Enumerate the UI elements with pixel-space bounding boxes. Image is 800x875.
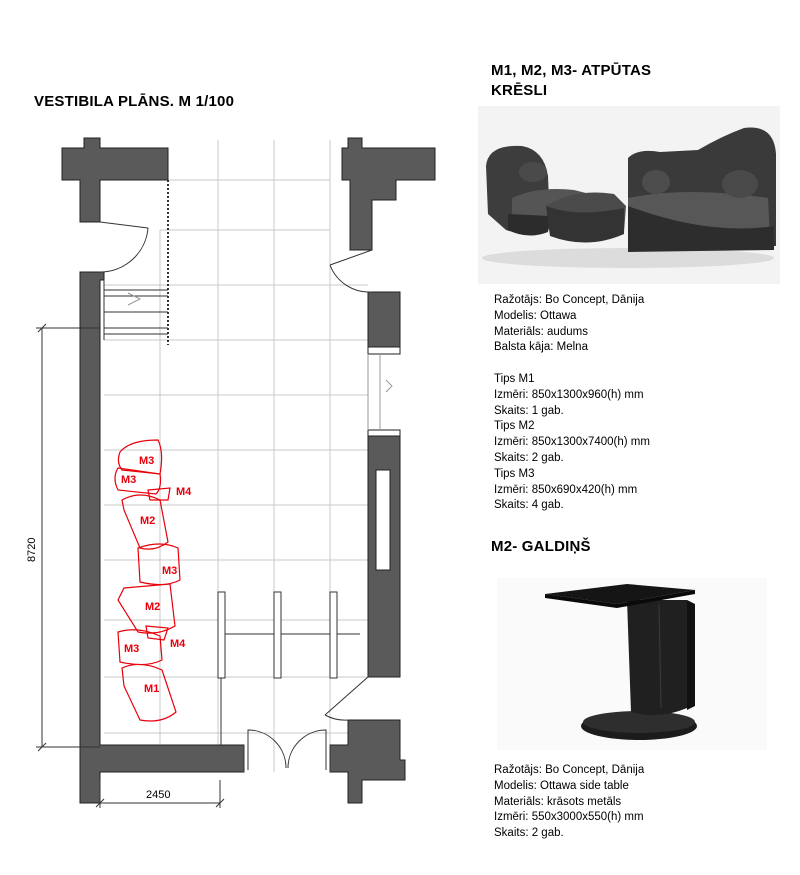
side-table-photo [497,578,767,750]
furniture-labels: M3 M3 M4 M2 M3 M2 M4 M3 M1 [121,455,192,695]
chairs-spec-line: Izmēri: 850x690x420(h) mm [494,483,638,496]
table-spec-line: Modelis: Ottawa side table [494,779,629,792]
floor-plan: M3 M3 M4 M2 M3 M2 M4 M3 M1 8720 2450 [26,137,436,808]
table-spec-line: Izmēri: 550x3000x550(h) mm [494,811,644,824]
chairs-spec-line: Izmēri: 850x1300x960(h) mm [494,388,644,401]
table-spec-line: Materiāls: krāsots metāls [494,795,622,808]
chairs-spec-line: Modelis: Ottawa [494,309,577,322]
chairs-spec: Ražotājs: Bo Concept, Dānija Modelis: Ot… [494,293,650,514]
entrance-door [243,729,331,772]
sofa-photo [478,106,780,284]
table-title: M2- GALDIŅŠ [491,538,591,555]
table-spec-line: Skaits: 2 gab. [494,827,564,840]
chairs-spec-line: Tips M3 [494,467,535,480]
furniture-layout [114,439,181,722]
label-m3-4: M3 [124,643,139,655]
label-m1: M1 [144,683,159,695]
chairs-spec-line: Ražotājs: Bo Concept, Dānija [494,294,645,306]
chairs-spec-line: Skaits: 4 gab. [494,499,564,512]
label-m3-1: M3 [139,455,154,467]
partition [217,591,360,745]
dimension-height [36,323,100,752]
chairs-spec-line: Balsta kāja: Melna [494,341,588,354]
chairs-spec-line: Izmēri: 850x1300x7400(h) mm [494,436,650,449]
dimension-height-value: 8720 [26,538,38,562]
plan-title: VESTIBILA PLĀNS. M 1/100 [34,93,235,110]
chairs-spec-line: Skaits: 2 gab. [494,451,564,464]
chairs-spec-line: Tips M2 [494,420,535,433]
chairs-title-line2: KRĒSLI [491,82,548,99]
chairs-spec-spacer [494,356,650,372]
label-m4-1: M4 [176,486,192,498]
chairs-spec-line: Materiāls: audums [494,325,588,338]
label-m3-3: M3 [162,565,177,577]
label-m2-1: M2 [140,515,155,527]
label-m3-2: M3 [121,474,136,486]
table-spec: Ražotājs: Bo Concept, Dānija Modelis: Ot… [494,763,644,842]
label-m2-2: M2 [145,601,160,613]
chairs-title-line1: M1, M2, M3- ATPŪTAS [491,62,652,79]
chairs-spec-line: Tips M1 [494,372,535,385]
window [375,469,391,571]
stairs [103,180,169,345]
chairs-title: M1, M2, M3- ATPŪTAS KRĒSLI [491,61,651,101]
dimension-width-value: 2450 [146,789,170,801]
dimension-width [95,780,225,808]
chairs-spec-line: Skaits: 1 gab. [494,404,564,417]
table-spec-line: Ražotājs: Bo Concept, Dānija [494,764,645,776]
label-m4-2: M4 [170,638,186,650]
